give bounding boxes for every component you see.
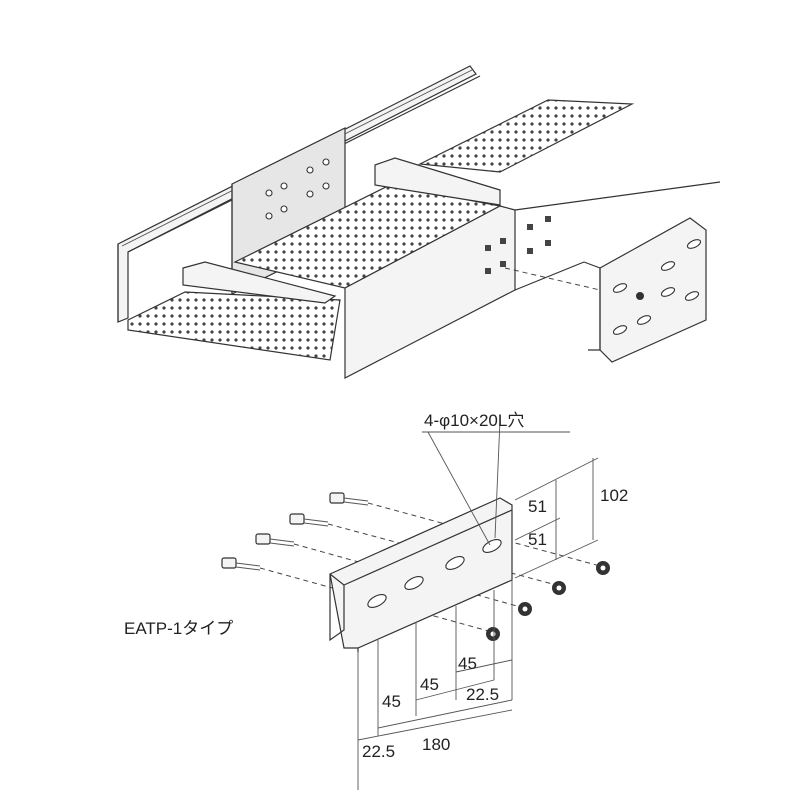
tray-inner-rail <box>374 157 501 206</box>
vertical-dimensions <box>494 419 599 579</box>
dim-lower-pitch: 51 <box>528 530 547 549</box>
dim-edge-left: 22.5 <box>362 742 395 761</box>
dim-edge-right: 22.5 <box>466 685 499 704</box>
type-label: EATP-1タイプ <box>124 619 233 638</box>
end-square-holes <box>485 216 551 274</box>
hole-spec-label: 4-φ10×20L穴 <box>424 411 524 430</box>
dim-upper-pitch: 51 <box>528 497 547 516</box>
horizontal-dimensions <box>357 580 513 790</box>
joint-plate-holes <box>265 158 330 220</box>
dim-pitch-c: 45 <box>458 654 477 673</box>
tray-inner-rail-near <box>182 261 337 304</box>
tray-floor-far <box>417 99 635 173</box>
cable-tray-assembly <box>117 65 721 379</box>
dim-pitch-a: 45 <box>382 692 401 711</box>
dim-overall-length: 180 <box>422 735 450 754</box>
joint-plate-body <box>329 497 513 649</box>
joint-plate-detail <box>221 419 610 790</box>
slotted-holes <box>367 539 502 608</box>
bolts <box>221 492 369 571</box>
dim-pitch-b: 45 <box>420 675 439 694</box>
nuts <box>486 561 610 641</box>
tray-right-endwall <box>344 205 516 379</box>
hole-spec-leader <box>427 431 491 546</box>
dim-height-total: 102 <box>600 486 628 505</box>
tray-floor-near <box>127 291 341 361</box>
joint-plate-detached <box>583 217 707 363</box>
